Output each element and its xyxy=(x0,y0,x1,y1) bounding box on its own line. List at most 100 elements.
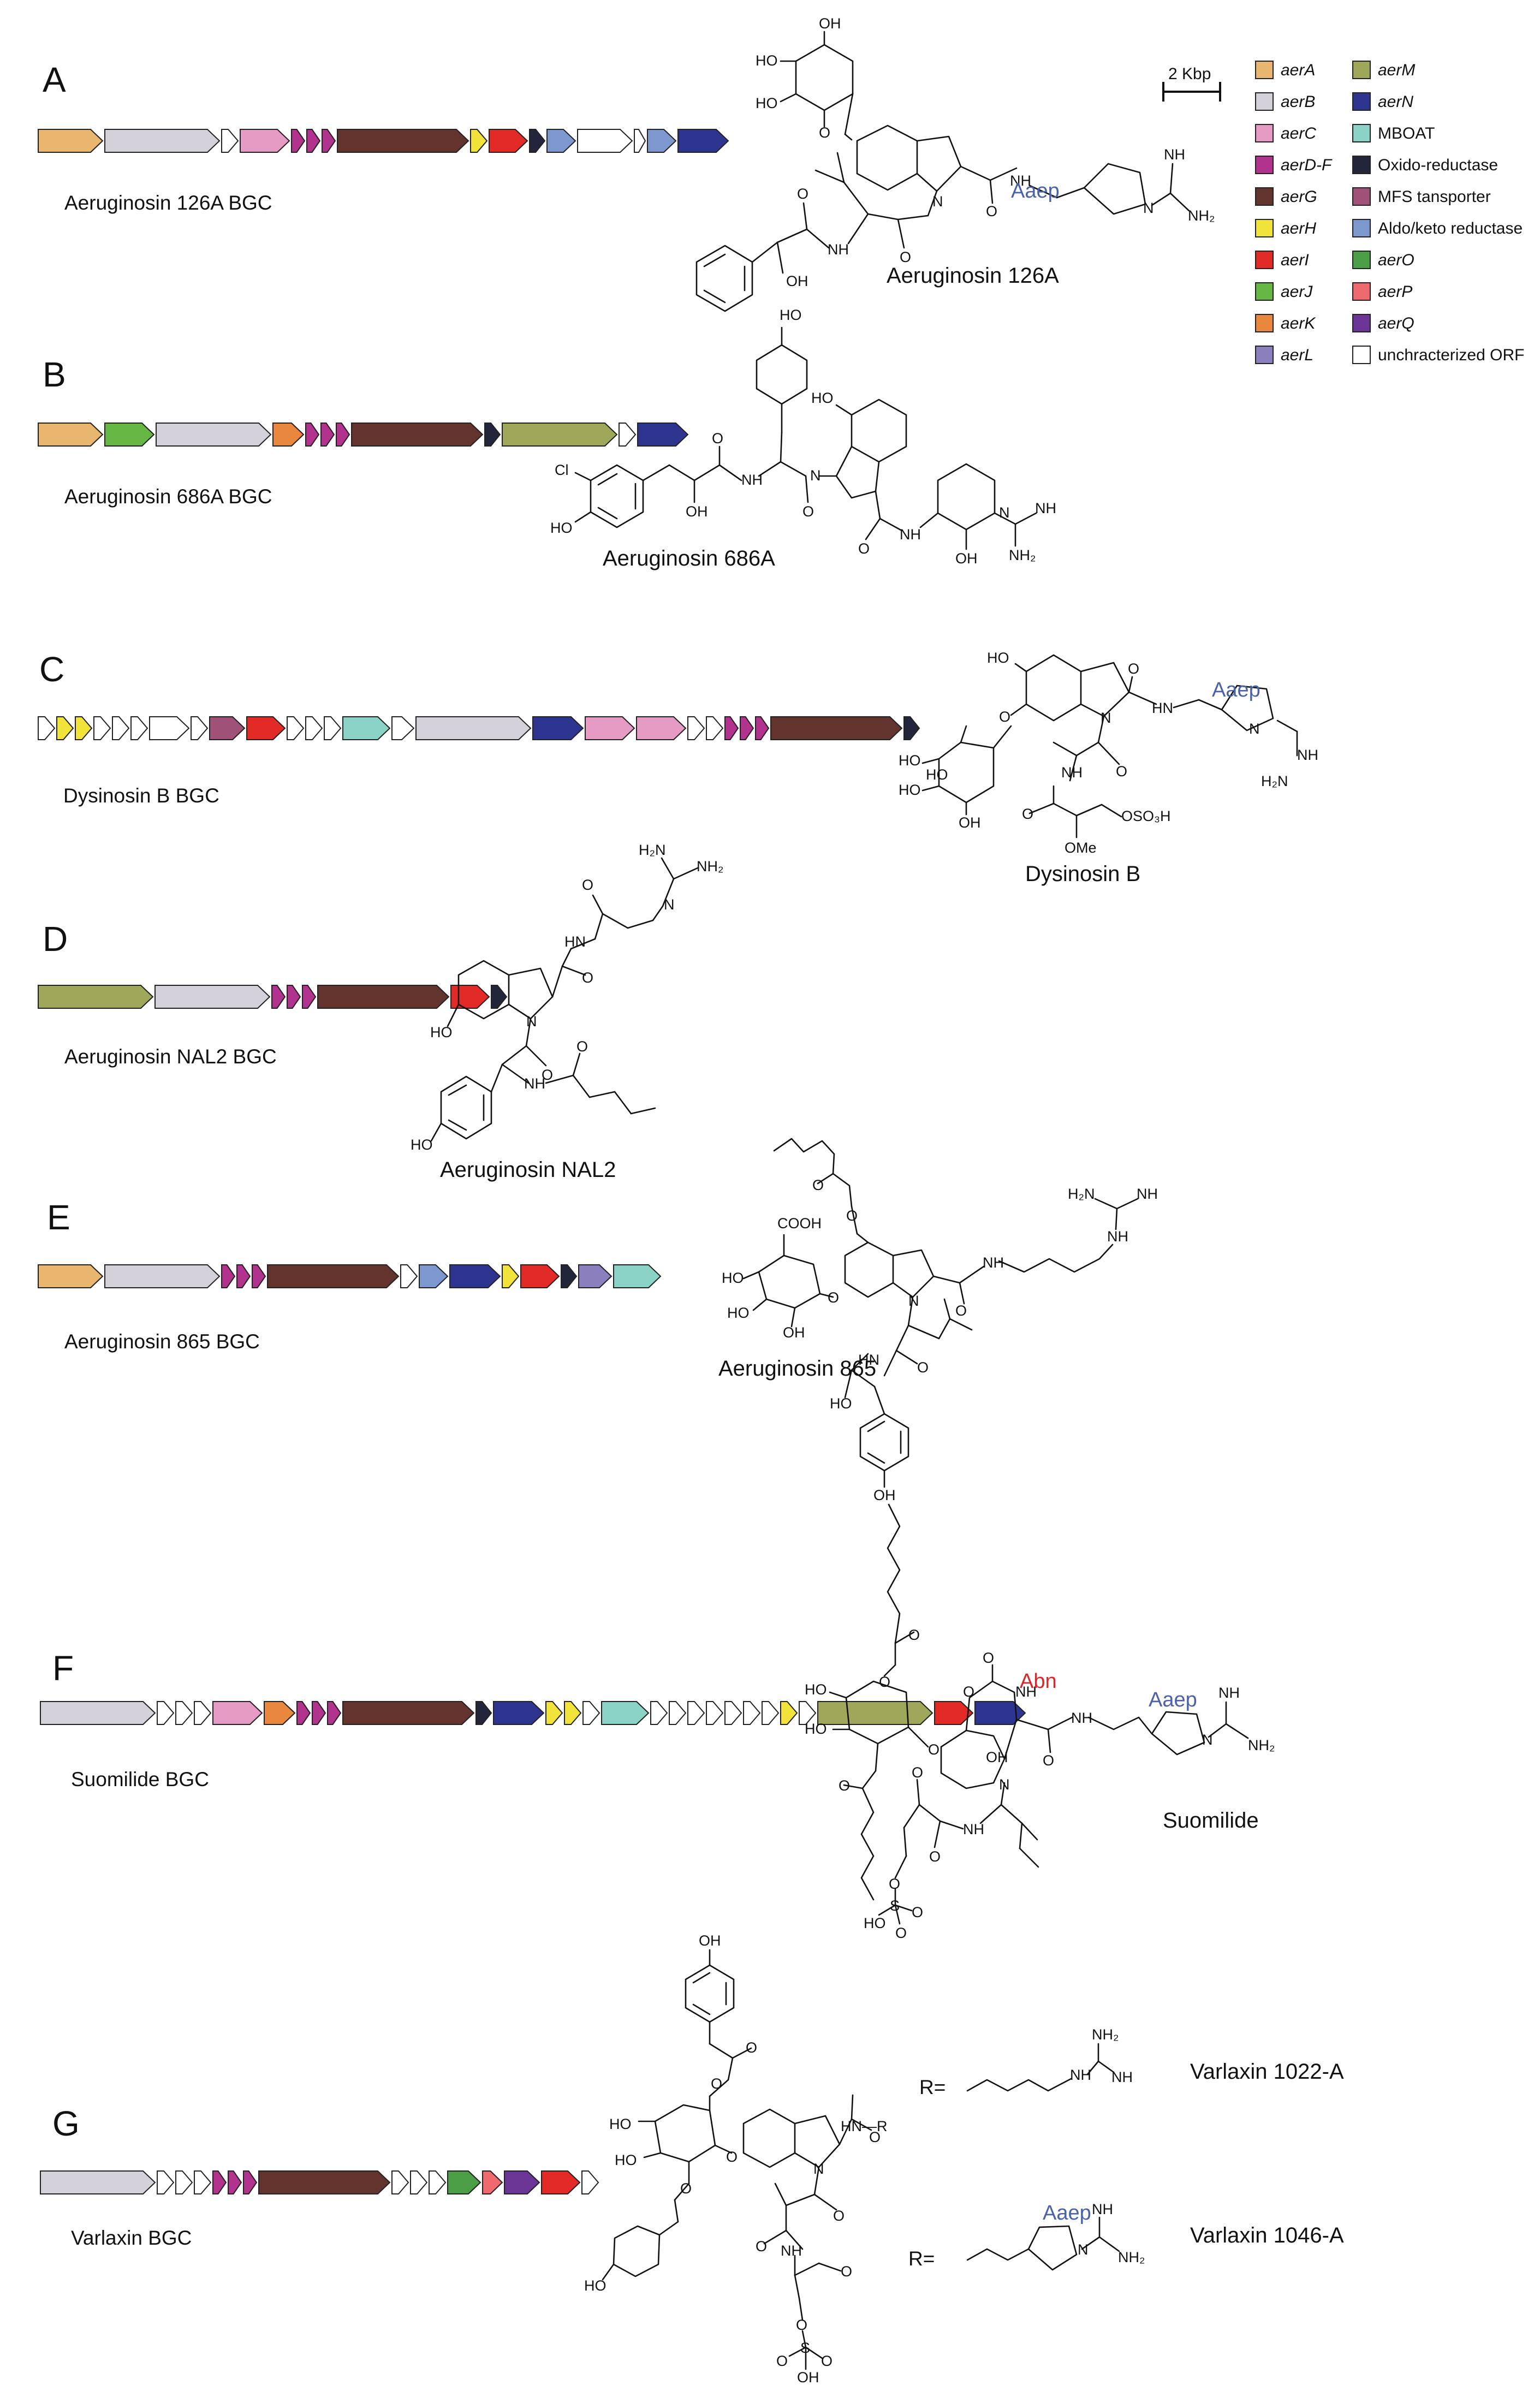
atom-nh-g2: NH xyxy=(1070,2067,1091,2083)
gene-arrow-aera xyxy=(38,1264,104,1288)
aaep-label-a: Aaep xyxy=(1011,180,1060,203)
atom-nh-c1: NH xyxy=(1297,747,1318,763)
gene-arrow-mboat xyxy=(601,1701,650,1725)
gene-legend: aerAaerBaerCaerD-FaerGaerHaerIaerJaerKae… xyxy=(1255,61,1524,364)
gene-arrow-aerh xyxy=(75,716,93,740)
atom-o-g1: O xyxy=(746,2039,757,2056)
legend-label: aerG xyxy=(1281,188,1317,206)
gene-arrow-unk xyxy=(577,129,633,153)
scale-bar-label: 2 Kbp xyxy=(1168,65,1211,83)
legend-swatch xyxy=(1352,92,1371,111)
structure-varlaxin: OH O O HO HO O O HO HN—R O N O NH O O O … xyxy=(584,1932,1344,2386)
atom-ho-f1: HO xyxy=(805,1681,827,1698)
gene-arrow-aerb xyxy=(40,1701,156,1725)
atom-o-d4: O xyxy=(576,1038,588,1055)
atom-o-f11: O xyxy=(912,1904,923,1920)
atom-o-f12: O xyxy=(895,1925,907,1941)
atom-ho-e1: HO xyxy=(722,1270,744,1286)
atom-ho-f3: HO xyxy=(864,1915,886,1931)
atom-oh-a1: OH xyxy=(819,15,841,32)
atom-ho-c1: HO xyxy=(987,650,1009,666)
gene-arrow-unk xyxy=(429,2170,447,2194)
legend-swatch xyxy=(1255,156,1274,174)
atom-o-e5: O xyxy=(917,1359,929,1376)
gene-arrow-aerl xyxy=(578,1264,613,1288)
structure-aeruginosin-865: COOH O O HO HO OH O N O NH NH H₂N NH O H… xyxy=(718,1138,1158,1503)
atom-ho-e3: HO xyxy=(830,1395,852,1412)
atom-nh-g1: NH xyxy=(781,2243,802,2259)
atom-o-a4: O xyxy=(797,186,808,202)
legend-label: Oxido-reductase xyxy=(1378,156,1498,174)
gene-arrow-aern xyxy=(449,1264,501,1288)
legend-label: aerP xyxy=(1378,283,1412,301)
legend-label: aerB xyxy=(1281,93,1315,111)
gene-arrow-unk xyxy=(149,716,190,740)
gene-arrow-aerp xyxy=(482,2170,503,2194)
gene-arrow-unk xyxy=(305,716,323,740)
atom-ho-a1: HO xyxy=(756,52,778,69)
atom-hnr-g1: HN—R xyxy=(841,2118,888,2134)
gene-arrow-aerd-f xyxy=(724,716,739,740)
atom-oh-e2: OH xyxy=(873,1487,896,1503)
caption-aeruginosin-865-bgc: Aeruginosin 865 BGC xyxy=(64,1330,260,1353)
atom-nh-e1: NH xyxy=(983,1254,1004,1271)
gene-arrow-aerc xyxy=(240,129,290,153)
gene-arrow-aerk xyxy=(264,1701,296,1725)
legend-swatch xyxy=(1255,124,1274,142)
atom-o-g4: O xyxy=(680,2180,692,2197)
atom-o-g5: O xyxy=(869,2129,881,2145)
gene-arrow-unk xyxy=(634,129,646,153)
atom-oh-b1: OH xyxy=(686,503,708,520)
compound-name-aeruginosin-nal2: Aeruginosin NAL2 xyxy=(440,1158,616,1182)
atom-oh-c1: OH xyxy=(959,814,981,831)
gene-arrow-aerb xyxy=(104,129,221,153)
legend-swatch xyxy=(1255,61,1274,79)
compound-name-aeruginosin-126a: Aeruginosin 126A xyxy=(887,264,1059,288)
gene-arrow-aerd-f xyxy=(336,423,350,447)
gene-arrow-aerb xyxy=(154,985,271,1009)
gene-cluster-track-g xyxy=(40,2170,599,2194)
gene-arrow-unk xyxy=(619,423,637,447)
gene-arrow-aerd-f xyxy=(306,129,321,153)
gene-arrow-aerq xyxy=(504,2170,540,2194)
gene-arrow-ox xyxy=(529,129,546,153)
abn-label-f: Abn xyxy=(1020,1670,1057,1693)
legend-swatch xyxy=(1255,314,1274,332)
panel-letter-a: A xyxy=(43,60,66,99)
atom-ho-g3: HO xyxy=(584,2277,607,2294)
gene-arrow-unk xyxy=(410,2170,428,2194)
aaep-label-g: Aaep xyxy=(1043,2202,1091,2224)
atom-o-d3: O xyxy=(542,1067,553,1083)
structure-suomilide: O O HO HO O O O O NH OH O NH N N NH NH₂ … xyxy=(805,1503,1275,1941)
atom-n-g1: N xyxy=(813,2161,824,2177)
gene-arrow-aerd-f xyxy=(320,423,335,447)
atom-n-e1: N xyxy=(908,1293,919,1309)
structure-dysinosin-b: HO O O N HN N NH H₂N O NH O OMe OSO₃H HO… xyxy=(899,650,1318,886)
gene-arrow-aerb xyxy=(415,716,532,740)
gene-arrow-aerb xyxy=(104,1264,221,1288)
atom-n-f2: N xyxy=(1202,1732,1213,1748)
atom-o-g3: O xyxy=(726,2149,738,2165)
legend-swatch xyxy=(1255,219,1274,237)
compound-name-varlaxin-1022-a: Varlaxin 1022-A xyxy=(1190,2060,1344,2084)
gene-arrow-aerm xyxy=(502,423,618,447)
gene-arrow-aerd-f xyxy=(302,985,317,1009)
scale-bar: 2 Kbp xyxy=(1162,65,1221,102)
atom-oh-b2: OH xyxy=(955,550,978,567)
r-equals-2: R= xyxy=(908,2247,935,2270)
gene-arrow-aerg xyxy=(258,2170,391,2194)
atom-hn-e1: HN xyxy=(858,1352,879,1368)
gene-arrow-aerh xyxy=(545,1701,563,1725)
gene-arrow-unk xyxy=(582,1701,600,1725)
gene-arrow-unk xyxy=(157,1701,175,1725)
legend-label: aerN xyxy=(1378,93,1413,111)
atom-nh-c2: NH xyxy=(1061,764,1083,781)
structure-aeruginosin-nal2: HO N O HN O N H₂N NH₂ O NH O HO Aerugino… xyxy=(411,842,723,1182)
gene-cluster-track-f xyxy=(40,1701,1026,1725)
atom-o-e1: O xyxy=(812,1177,824,1193)
legend-swatch xyxy=(1352,187,1371,206)
gene-arrow-aerd-f xyxy=(296,1701,311,1725)
legend-swatch xyxy=(1255,187,1274,206)
gene-arrow-unk xyxy=(175,1701,193,1725)
panel-letter-c: C xyxy=(39,650,64,689)
